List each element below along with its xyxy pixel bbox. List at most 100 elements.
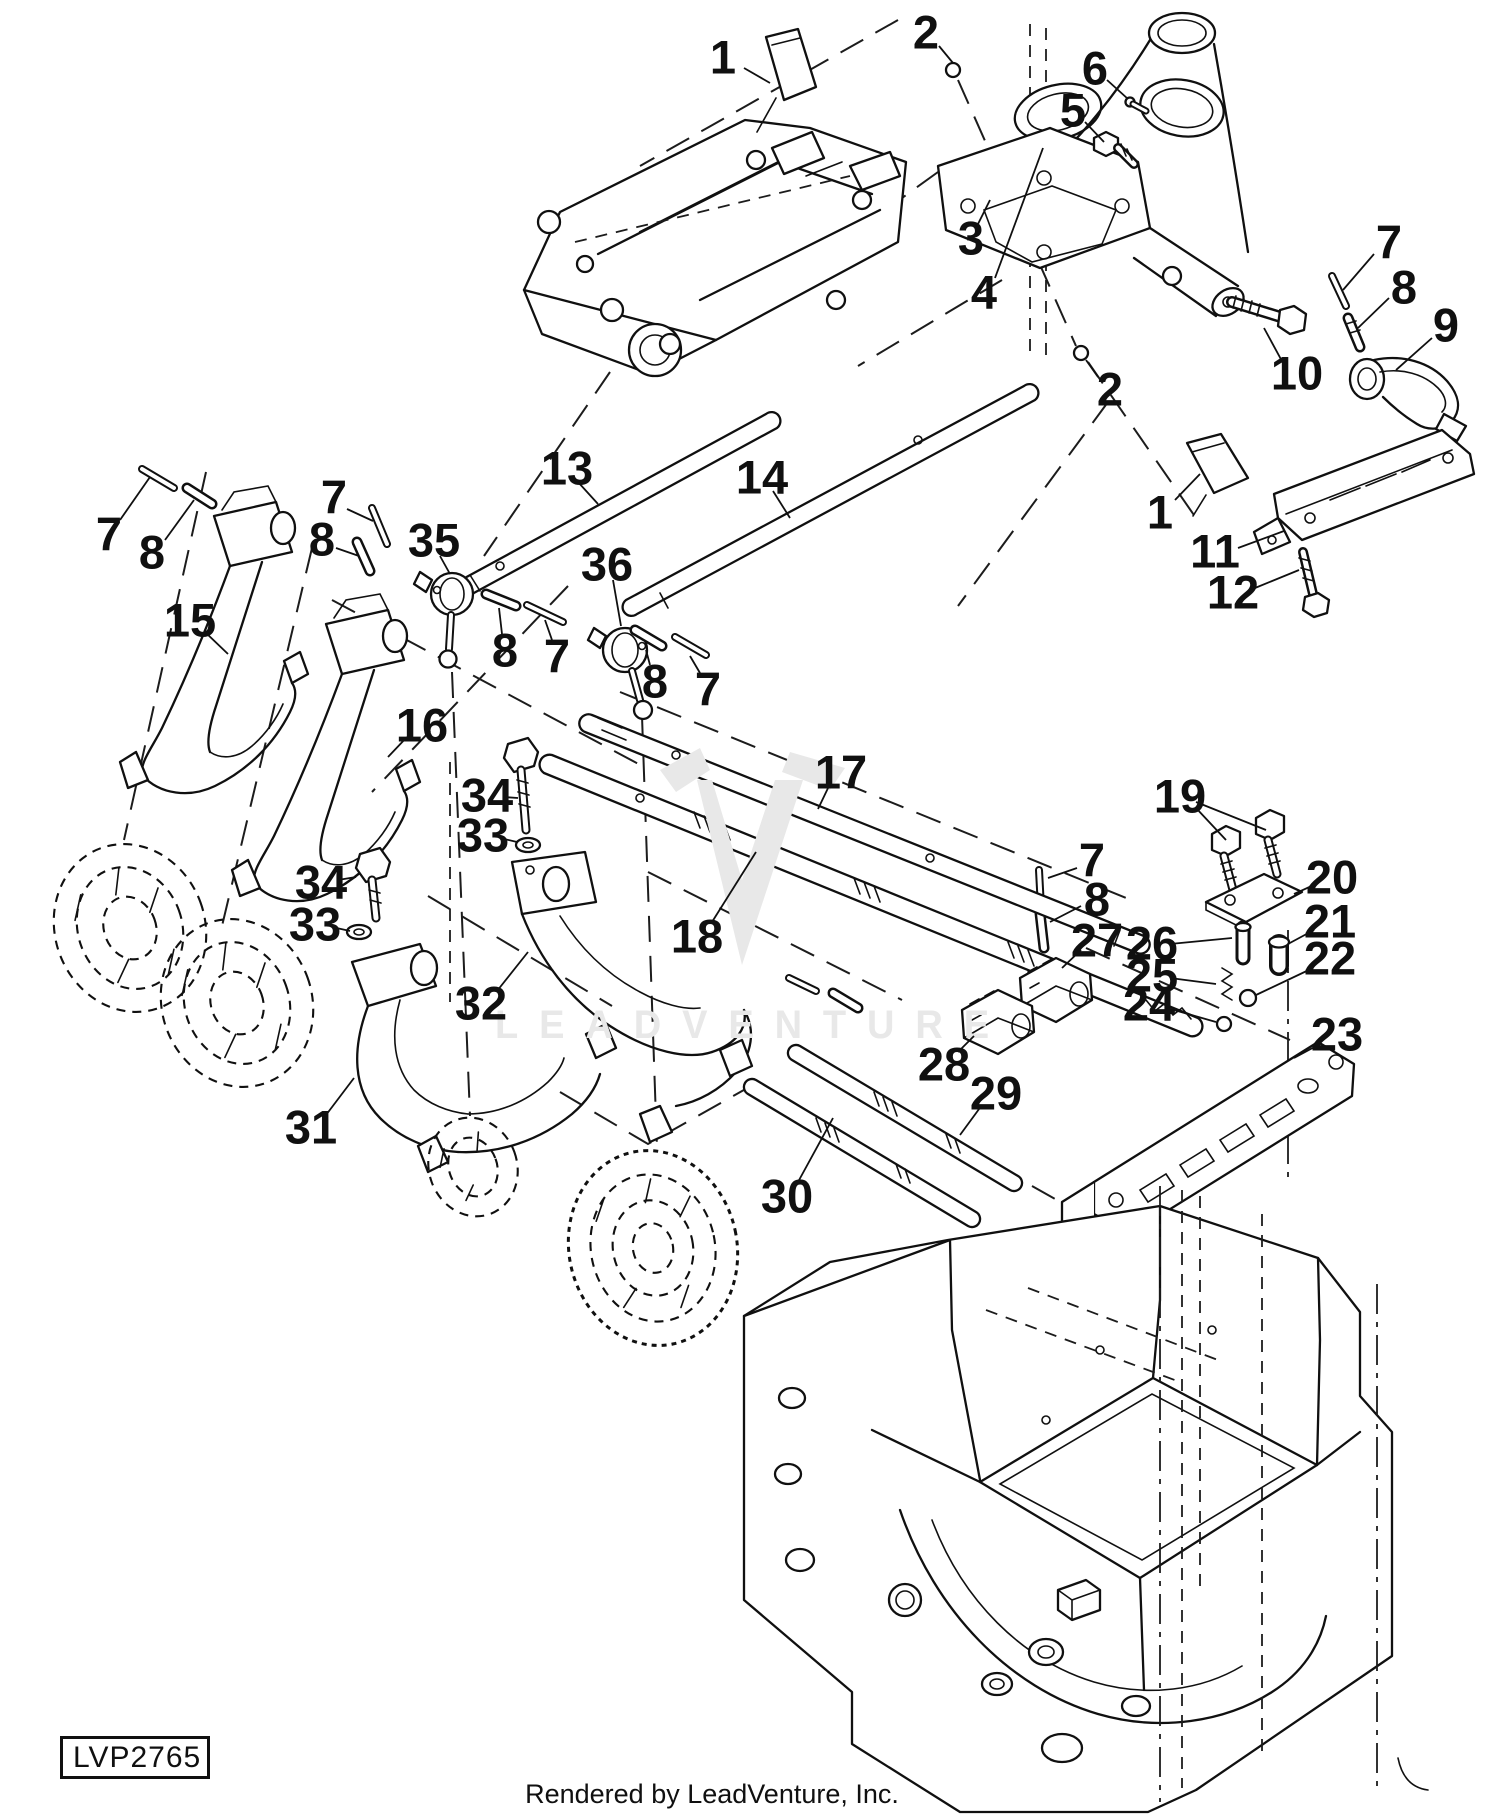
callout-9: 9 xyxy=(1433,299,1459,352)
callout-leader-5 xyxy=(1084,121,1105,143)
callout-25: 25 xyxy=(1126,949,1178,1002)
callout-leader-25 xyxy=(1169,977,1217,985)
callout-24: 24 xyxy=(1123,978,1175,1031)
shift-block-28 xyxy=(960,988,1036,1056)
callout-leader-26 xyxy=(1169,937,1233,945)
screw-12 xyxy=(1298,547,1331,619)
bushing-21 xyxy=(1267,934,1291,976)
screw-6 xyxy=(1124,96,1150,115)
transmission-case xyxy=(742,1186,1429,1814)
ball-22 xyxy=(1238,988,1258,1008)
synchro-ring-small xyxy=(427,1116,519,1218)
callout-8: 8 xyxy=(309,513,335,566)
callout-22: 22 xyxy=(1304,932,1356,985)
callout-13: 13 xyxy=(541,442,593,495)
callout-leader-14 xyxy=(772,490,791,519)
callout-8: 8 xyxy=(139,526,165,579)
synchro-ring-left-2 xyxy=(159,918,315,1088)
callout-leader-19 xyxy=(1195,801,1267,831)
callout-leader-2 xyxy=(1085,359,1099,378)
callout-23: 23 xyxy=(1311,1008,1363,1061)
callout-8: 8 xyxy=(492,624,518,677)
shift-rail-14 xyxy=(621,383,1040,617)
callout-33: 33 xyxy=(457,809,509,862)
callout-26: 26 xyxy=(1126,917,1178,970)
callout-leader-8 xyxy=(1357,297,1390,329)
callout-leader-7 xyxy=(1342,253,1375,291)
shift-cover-housing xyxy=(522,118,908,378)
callout-leader-7 xyxy=(119,476,151,521)
ball-24 xyxy=(1215,1015,1233,1033)
callout-leader-1 xyxy=(743,67,771,84)
callout-leader-36 xyxy=(612,579,622,627)
roller-8-right xyxy=(1342,312,1366,353)
callout-leader-6 xyxy=(1106,79,1129,100)
callout-28: 28 xyxy=(918,1038,970,1091)
shift-lever-9 xyxy=(1348,356,1468,443)
callout-leader-1 xyxy=(1174,473,1201,501)
callout-6: 6 xyxy=(1082,42,1108,95)
callout-34: 34 xyxy=(461,769,513,822)
callout-5: 5 xyxy=(1060,84,1086,137)
callout-8: 8 xyxy=(1084,873,1110,926)
shift-lever-boot-lower xyxy=(1185,432,1250,517)
callout-leader-2 xyxy=(938,45,954,64)
callout-11: 11 xyxy=(1190,525,1240,578)
detent-ball-mid xyxy=(1072,344,1090,362)
callout-leader-7 xyxy=(1047,867,1078,879)
callout-7: 7 xyxy=(1079,834,1105,887)
pin-7-right xyxy=(1328,272,1350,310)
callout-leader-10 xyxy=(1263,327,1284,364)
callout-16: 16 xyxy=(396,699,448,752)
plunger-26 xyxy=(1234,920,1252,966)
callout-32: 32 xyxy=(455,977,507,1030)
shift-rail-17 xyxy=(578,713,1151,955)
shift-rail-18 xyxy=(538,753,1204,1038)
footer-credit: Rendered by LeadVenture, Inc. xyxy=(525,1779,899,1809)
callout-leader-30 xyxy=(797,1117,834,1183)
shift-rail-29 xyxy=(786,1043,1024,1193)
callout-15: 15 xyxy=(164,594,216,647)
callout-leader-34 xyxy=(503,796,519,799)
callout-1: 1 xyxy=(1147,486,1173,539)
guide-block-36 xyxy=(586,626,654,721)
guide-block-35 xyxy=(412,570,475,669)
callout-1: 1 xyxy=(710,31,736,84)
spring-25 xyxy=(1220,967,1234,1001)
shift-rail-30 xyxy=(742,1077,982,1229)
callout-20: 20 xyxy=(1306,851,1358,904)
callout-18: 18 xyxy=(671,910,723,963)
callout-leader-24 xyxy=(1166,1007,1217,1023)
callout-2: 2 xyxy=(913,6,939,59)
callout-8: 8 xyxy=(1391,261,1417,314)
callout-35: 35 xyxy=(408,514,460,567)
callout-7: 7 xyxy=(544,630,570,683)
callout-leader-16 xyxy=(387,736,408,758)
watermark-logo xyxy=(660,748,845,965)
callout-3: 3 xyxy=(958,212,984,265)
watermark-text: LEADVENTURE xyxy=(495,1003,1010,1047)
shift-tower xyxy=(936,11,1250,318)
callout-30: 30 xyxy=(761,1170,813,1223)
callout-leader-12 xyxy=(1254,569,1300,589)
callout-leader-8 xyxy=(335,547,360,557)
cover-plate-11 xyxy=(1252,428,1476,556)
callout-leader-9 xyxy=(1395,337,1433,371)
callout-leader-7 xyxy=(346,508,374,522)
callout-leader-15 xyxy=(204,631,229,655)
bolt-34-upper xyxy=(502,736,542,854)
synchro-ring-left-1 xyxy=(52,843,208,1013)
callout-7: 7 xyxy=(96,508,122,561)
callout-10: 10 xyxy=(1271,347,1323,400)
callout-leader-22 xyxy=(1255,967,1314,996)
shift-fork-32 xyxy=(510,850,754,1144)
callout-8: 8 xyxy=(642,655,668,708)
callout-21: 21 xyxy=(1304,895,1356,948)
callout-19: 19 xyxy=(1154,770,1206,823)
callout-leader-21 xyxy=(1287,929,1315,945)
bolts-19 xyxy=(1210,808,1286,895)
bolt-34-lower xyxy=(345,846,392,941)
callout-leader-8 xyxy=(164,499,195,541)
